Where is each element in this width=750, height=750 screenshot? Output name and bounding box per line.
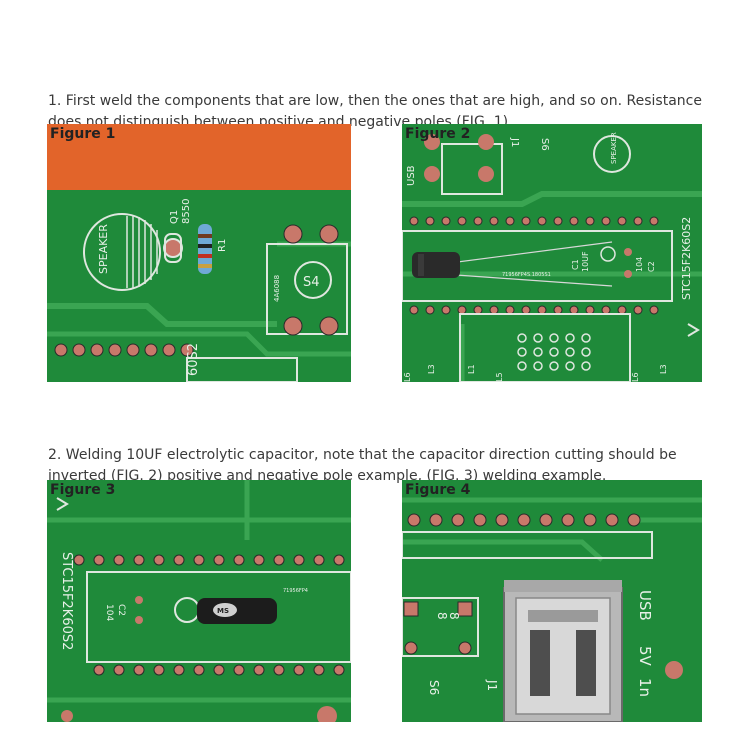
- s6-label: S6: [539, 138, 550, 151]
- in-label: 1n: [636, 678, 654, 697]
- part-number-label: 71956FP4S.1805S1: [502, 272, 551, 278]
- chip-label-fig2: STC15F2K60S2: [680, 217, 693, 300]
- figure-2-photo: Figure 2 USB J1 S6 SPEAKER 71956FP4S.180…: [402, 124, 702, 382]
- usb-connector: [503, 580, 623, 722]
- resistor-r1: [198, 224, 212, 274]
- chip-label-fig3: STC15F2K60S2: [59, 552, 74, 650]
- figure-1-caption: Figure 1: [50, 126, 116, 142]
- pin-header-row: [54, 343, 194, 357]
- led-pads: [517, 333, 591, 371]
- l6-label-2: L6: [631, 372, 640, 382]
- chip-label: 60S2: [186, 343, 201, 376]
- j1-label-fig4: J1: [485, 679, 499, 691]
- c2-label-fig3: C2: [116, 604, 126, 616]
- usb-label-fig4: USB: [636, 590, 654, 621]
- c1-label: C1: [571, 259, 580, 270]
- chip-pins-row: [407, 513, 641, 527]
- instruction-step-1: 1. First weld the components that are lo…: [48, 93, 702, 130]
- speaker-label: SPEAKER: [97, 224, 110, 274]
- figure-2-caption: Figure 2: [405, 126, 471, 142]
- chip-pins-top: [73, 554, 345, 566]
- l3-label: L3: [427, 364, 436, 374]
- c2-label: C2: [647, 261, 656, 272]
- electrolytic-capacitor: [412, 241, 613, 287]
- j1-label: J1: [509, 137, 520, 147]
- label-8-a: 8: [435, 612, 449, 620]
- switch-s6-pads: [403, 601, 473, 655]
- figure-3-caption: Figure 3: [50, 482, 116, 498]
- l1-label: L1: [467, 364, 476, 374]
- q1-label: Q1: [169, 210, 180, 224]
- label-8-b: 8: [447, 612, 461, 620]
- soldered-capacitor: MS: [174, 597, 277, 624]
- c2-value-label: 104: [635, 257, 644, 272]
- five-v-label: 5V: [636, 646, 654, 667]
- speaker-label-fig2: SPEAKER: [610, 132, 618, 164]
- usb-label: USB: [406, 165, 417, 186]
- figure-3-photo: Figure 3 STC15F2K60S2 104 C2 MS 71956FP4: [47, 480, 351, 722]
- r1-label: R1: [217, 239, 228, 252]
- l6-label: L6: [403, 372, 412, 382]
- speaker-outline: [83, 213, 161, 291]
- s4-label: S4: [303, 275, 320, 290]
- figure-4-caption: Figure 4: [405, 482, 471, 498]
- q1-part-label: 8550: [181, 199, 192, 224]
- chip-pins-bottom: [409, 305, 659, 315]
- serial-label: 4A6088: [273, 275, 281, 302]
- figure-4-photo: Figure 4 8 8 S6 J1 USB 5V 1n: [402, 480, 702, 722]
- s6-label-fig4: S6: [427, 680, 441, 695]
- l3-label-2: L3: [659, 364, 668, 374]
- c2-value-label-fig3: 104: [104, 604, 114, 621]
- chip-pins-bottom: [93, 664, 345, 676]
- cap-brand-label: MS: [217, 607, 229, 615]
- chip-pins-top: [409, 216, 659, 226]
- l5-label: L5: [495, 372, 504, 382]
- part-number-label-fig3: 71956FP4: [283, 588, 308, 594]
- figure-1-photo: Figure 1 SPEAKER Q1 8550 R1: [47, 124, 351, 382]
- cap-value-label: 10UF: [581, 251, 590, 272]
